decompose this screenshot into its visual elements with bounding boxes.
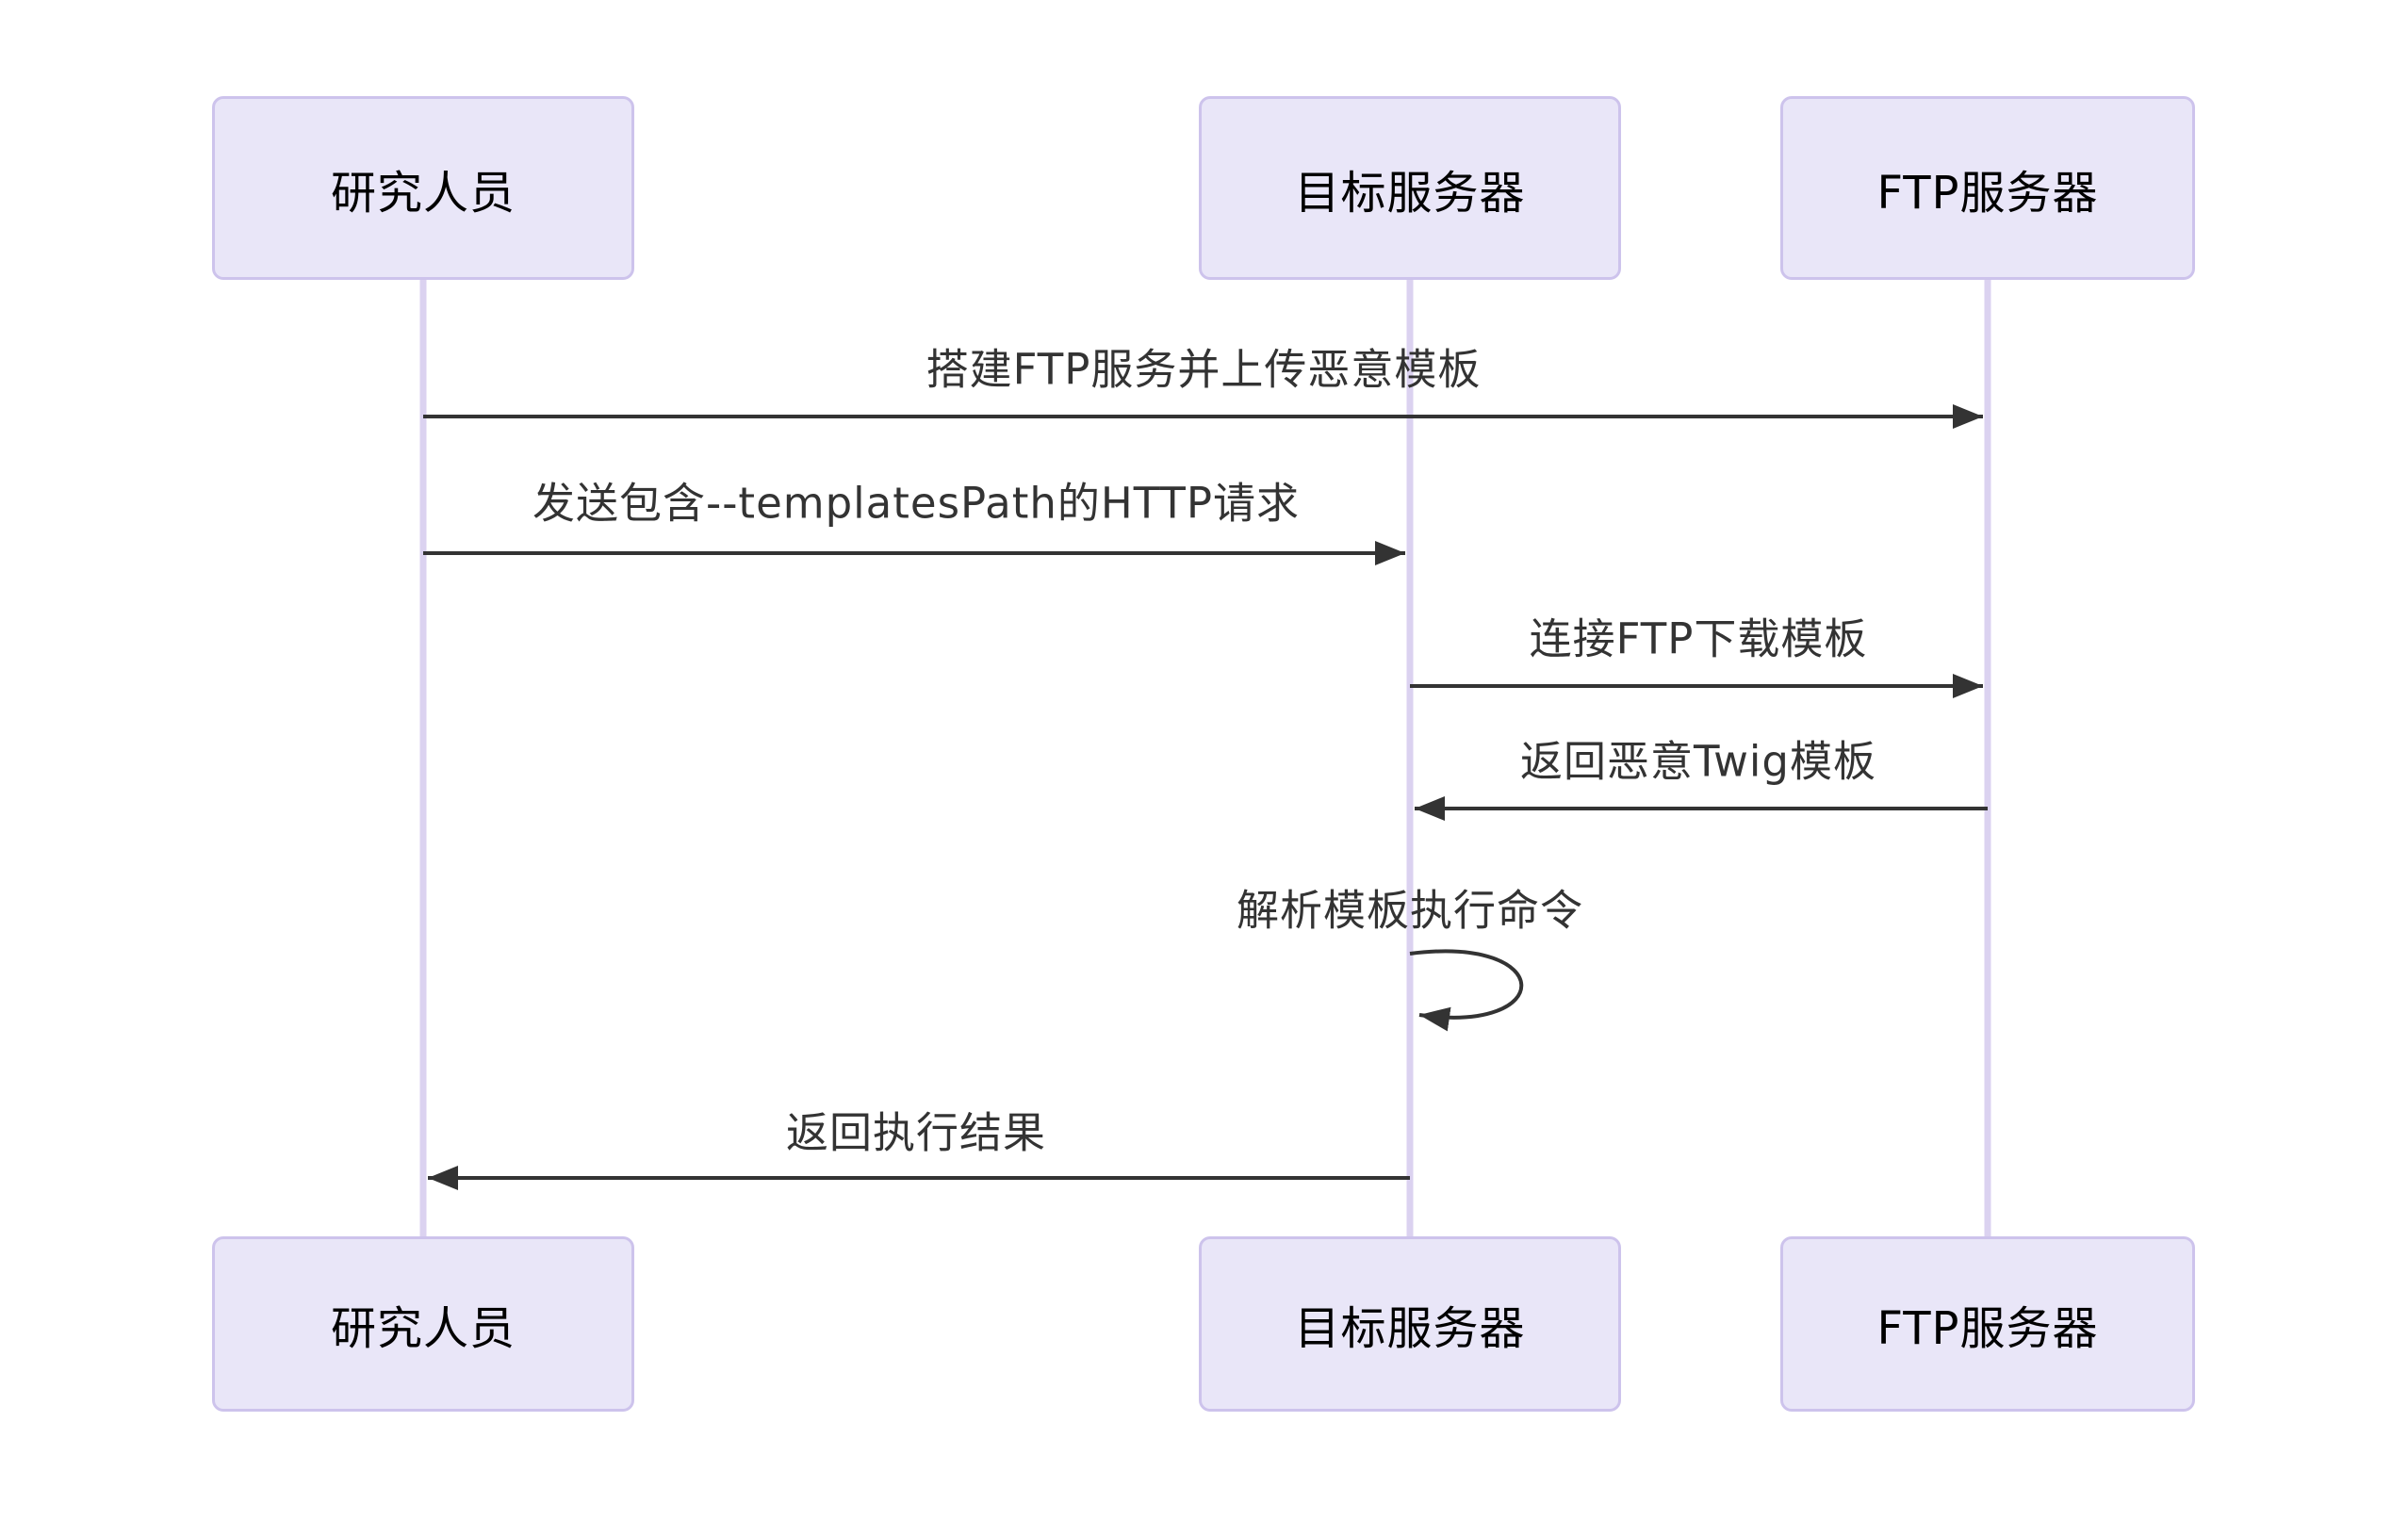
actor-label-target-server-bottom: 目标服务器 (1294, 1302, 1526, 1355)
actor-label-target-server-top: 目标服务器 (1294, 166, 1526, 220)
message-label-3: 连接FTP下载模板 (1529, 613, 1868, 664)
actor-box-researcher-bottom: 研究人员 (212, 1236, 634, 1412)
actor-box-target-server-top: 目标服务器 (1199, 96, 1621, 280)
actor-box-ftp-server-top: FTP服务器 (1780, 96, 2195, 280)
message-self-loop-arrow (1409, 949, 1524, 1032)
actor-label-researcher-top: 研究人员 (330, 166, 516, 220)
message-label-4: 返回恶意Twig模板 (1520, 736, 1876, 787)
message-label-1: 搭建FTP服务并上传恶意模板 (926, 344, 1482, 395)
actor-label-researcher-bottom: 研究人员 (330, 1302, 516, 1355)
actor-label-ftp-server-top: FTP服务器 (1876, 166, 2099, 220)
message-label-6: 返回执行结果 (785, 1107, 1047, 1158)
message-label-2: 发送包含--templatesPath的HTTP请求 (532, 478, 1301, 529)
message-label-5: 解析模板执行命令 (1236, 885, 1584, 936)
actor-label-ftp-server-bottom: FTP服务器 (1876, 1302, 2099, 1355)
actor-box-target-server-bottom: 目标服务器 (1199, 1236, 1621, 1412)
actor-box-ftp-server-bottom: FTP服务器 (1780, 1236, 2195, 1412)
actor-box-researcher-top: 研究人员 (212, 96, 634, 280)
